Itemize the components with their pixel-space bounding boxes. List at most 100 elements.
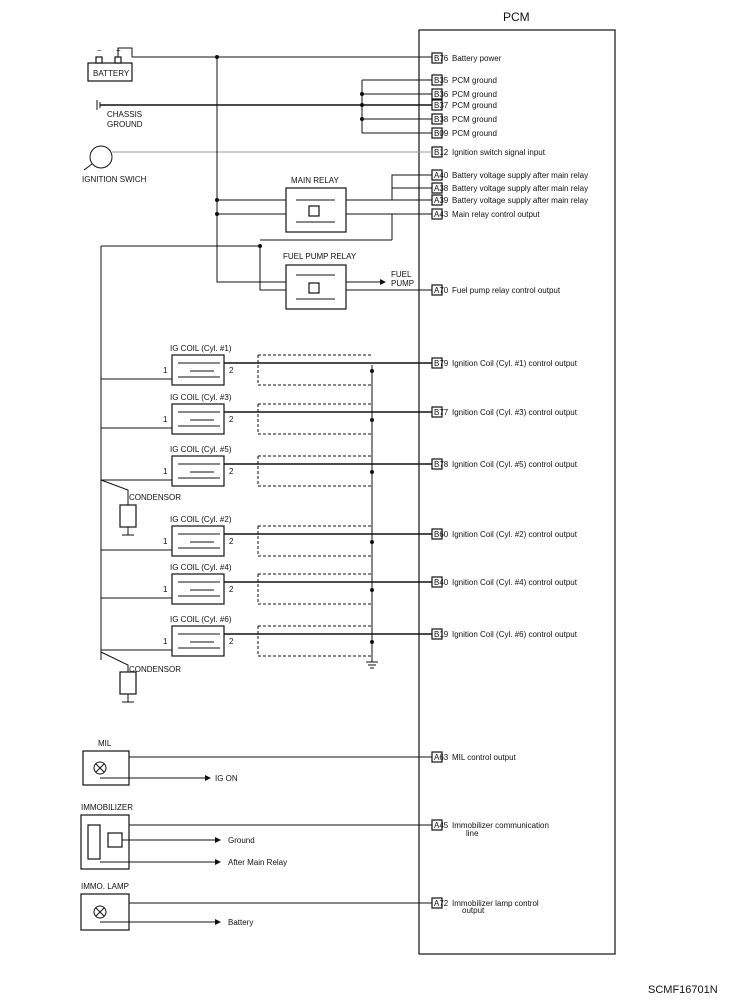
fuel-pump-relay: FUEL PUMP RELAY [283,252,357,310]
pin-id: A43 [434,210,449,219]
chassis-ground: CHASSIS GROUND [96,100,432,129]
pin-id: B79 [434,359,449,368]
ig-coil-4: IG COIL (Cyl. #2) 1 2 [101,515,432,557]
pin-desc: PCM ground [452,76,497,85]
pin-id: A45 [434,821,449,830]
pin-desc: Ignition Coil (Cyl. #2) control output [452,530,578,539]
immo-ground-label: Ground [228,836,255,845]
pcm-title: PCM [503,10,530,24]
pcm-box [418,29,616,955]
coil-pin2: 2 [229,537,234,546]
condensor-1-label: CONDENSOR [129,493,181,502]
main-relay-label: MAIN RELAY [291,176,340,185]
pin-desc: Ignition Coil (Cyl. #3) control output [452,408,578,417]
pin-desc: Ignition Coil (Cyl. #4) control output [452,578,578,587]
pin-desc: PCM ground [452,90,497,99]
pin-id: B19 [434,630,449,639]
coil-pin1: 1 [163,537,168,546]
pin-id: B35 [434,76,449,85]
figure-code: SCMF16701N [648,984,718,996]
coil-pin1: 1 [163,637,168,646]
condensor-2: CONDENSOR [100,651,181,703]
battery: BATTERY − + [87,46,133,82]
pin-id: A70 [434,286,449,295]
pin-id: A38 [434,184,449,193]
pin-desc: Ignition Coil (Cyl. #5) control output [452,460,578,469]
pin-desc: PCM ground [452,101,497,110]
ig-coil-6: IG COIL (Cyl. #6) 1 2 [101,615,432,657]
ignition-switch: IGNITION SWICH [82,145,147,184]
pin-desc: Immobilizer communication [452,821,549,830]
chassis-label-2: GROUND [107,120,143,129]
immobilizer-label: IMMOBILIZER [81,803,133,812]
immo-lamp-label: IMMO. LAMP [81,882,129,891]
pin-id: B09 [434,129,449,138]
ig-on-label: IG ON [215,774,238,783]
immo-lamp-battery-label: Battery [228,918,253,927]
coil-label: IG COIL (Cyl. #6) [170,615,232,624]
pin-desc: Immobilizer lamp control [452,899,539,908]
mil: MIL [82,739,130,786]
coil-label: IG COIL (Cyl. #1) [170,344,232,353]
pin-desc: Ignition Coil (Cyl. #6) control output [452,630,578,639]
pin-id: B60 [434,530,449,539]
pin-id: A39 [434,196,449,205]
battery-neg: − [97,46,102,55]
condensor-2-label: CONDENSOR [129,665,181,674]
pin-desc: Battery voltage supply after main relay [452,171,588,180]
coil-pin1: 1 [163,366,168,375]
coil-label: IG COIL (Cyl. #5) [170,445,232,454]
pin-desc: Ignition Coil (Cyl. #1) control output [452,359,578,368]
fuel-pump-label-1: FUEL [391,270,412,279]
condensor-1: CONDENSOR [100,479,181,536]
coil-pin1: 1 [163,415,168,424]
coil-pin1: 1 [163,467,168,476]
pin-id: B12 [434,148,449,157]
pin-desc: Ignition switch signal input [452,148,546,157]
coil-label: IG COIL (Cyl. #4) [170,563,232,572]
pin-desc: Main relay control output [452,210,540,219]
pin-desc: Fuel pump relay control output [452,286,561,295]
ig-coil-5: IG COIL (Cyl. #4) 1 2 [101,563,432,605]
fuel-pump-relay-label: FUEL PUMP RELAY [283,252,357,261]
pin-id: B76 [434,54,449,63]
pin-desc: MIL control output [452,753,517,762]
immo-lamp: IMMO. LAMP [80,882,130,931]
immobilizer: IMMOBILIZER [80,803,133,870]
pin-id: A63 [434,753,449,762]
pin-id: B77 [434,408,449,417]
coil-label: IG COIL (Cyl. #2) [170,515,232,524]
pin-id: B36 [434,90,449,99]
pin-id: B78 [434,460,449,469]
ig-coil-2: IG COIL (Cyl. #3) 1 2 [101,393,432,435]
pin-id: B40 [434,578,449,587]
pin-desc: Battery power [452,54,502,63]
pin-id: A40 [434,171,449,180]
coil-pin1: 1 [163,585,168,594]
pin-A72-extra: output [462,906,485,915]
coil-pin2: 2 [229,415,234,424]
coil-pin2: 2 [229,637,234,646]
fuel-pump-label-2: PUMP [391,279,414,288]
coil-pin2: 2 [229,585,234,594]
pin-id: B37 [434,101,449,110]
chassis-label-1: CHASSIS [107,110,142,119]
pin-desc: Battery voltage supply after main relay [452,184,588,193]
coil-label: IG COIL (Cyl. #3) [170,393,232,402]
